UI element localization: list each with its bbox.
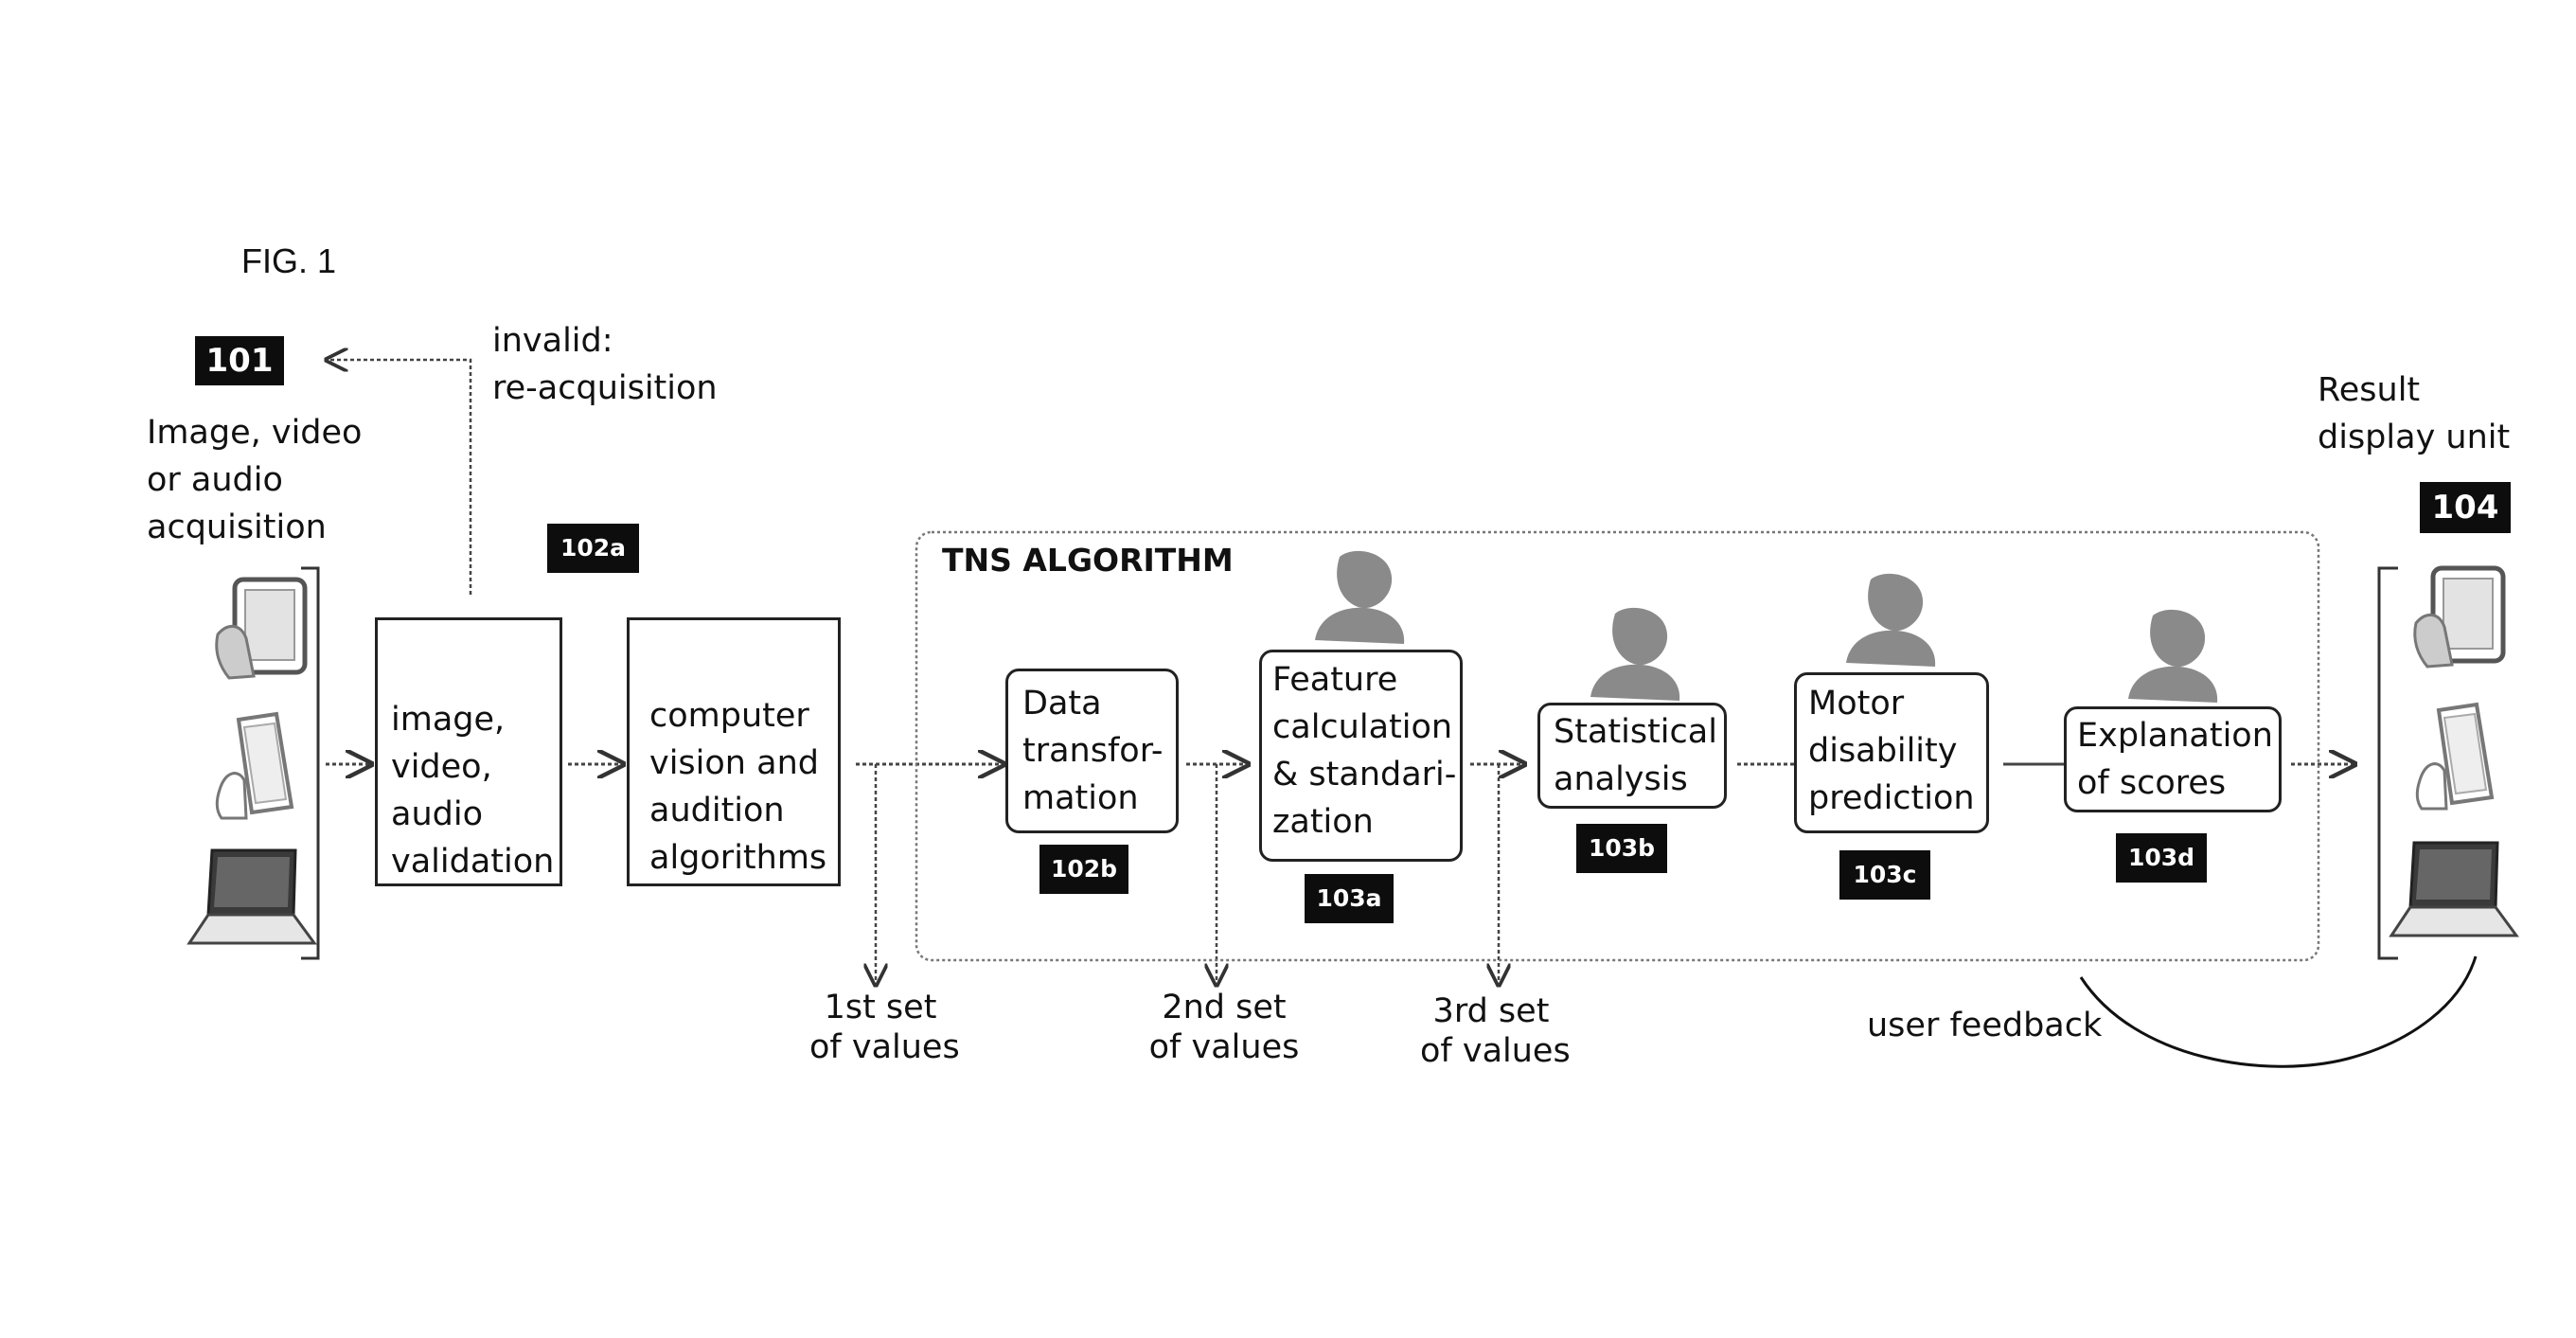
value-set-line: 3rd set bbox=[1432, 992, 1550, 1030]
reacquisition-arrow bbox=[327, 360, 472, 595]
validation-label-line: validation bbox=[391, 843, 555, 881]
algorithms-box: computer vision and audition algorithms bbox=[627, 617, 841, 886]
tablet-hand-icon bbox=[2413, 565, 2506, 669]
result-display-label: Result display unit bbox=[2318, 366, 2510, 461]
tns-algorithm-container bbox=[915, 530, 2320, 962]
step-label-line: calculation bbox=[1272, 708, 1453, 746]
ref-tag-102b: 102b bbox=[1039, 845, 1128, 894]
step-label-line: of scores bbox=[2077, 764, 2227, 802]
laptop-icon bbox=[187, 848, 317, 945]
acquisition-label: Image, video or audio acquisition bbox=[147, 409, 362, 551]
phone-hand-icon bbox=[2415, 702, 2495, 811]
result-label-line: Result bbox=[2318, 371, 2421, 409]
laptop-icon bbox=[2389, 841, 2519, 937]
ref-tag-103a: 103a bbox=[1305, 874, 1394, 923]
step-label-line: Feature bbox=[1272, 661, 1398, 699]
algorithms-label-line: vision and bbox=[649, 744, 819, 782]
step-label-line: transfor- bbox=[1022, 732, 1164, 770]
validation-label-line: audio bbox=[391, 795, 483, 833]
validation-label-line: image, bbox=[391, 701, 506, 739]
invalid-label-line: invalid: bbox=[492, 322, 613, 360]
figure-label: FIG. 1 bbox=[241, 241, 337, 280]
value-set-line: of values bbox=[809, 1028, 960, 1066]
step-explanation-of-scores: Explanation of scores bbox=[2064, 706, 2282, 812]
user-feedback-curve bbox=[2079, 955, 2478, 1068]
step-label-line: disability bbox=[1808, 732, 1958, 770]
value-set-line: of values bbox=[1420, 1032, 1571, 1070]
step-label-line: Explanation bbox=[2077, 717, 2273, 755]
tns-algorithm-title: TNS ALGORITHM bbox=[942, 542, 1234, 579]
phone-hand-icon bbox=[215, 711, 294, 820]
ref-tag-103c: 103c bbox=[1839, 850, 1930, 900]
validation-label-line: video, bbox=[391, 748, 492, 786]
result-bracket bbox=[2377, 566, 2398, 960]
value-set-line: 2nd set bbox=[1162, 989, 1287, 1026]
value-set-line: 1st set bbox=[824, 989, 937, 1026]
user-silhouette-icon bbox=[1315, 550, 1405, 644]
user-silhouette-icon bbox=[2128, 609, 2218, 703]
algorithms-label-line: algorithms bbox=[649, 839, 827, 877]
step-motor-disability-prediction: Motor disability prediction bbox=[1794, 672, 1989, 833]
invalid-label-line: re-acquisition bbox=[492, 369, 718, 407]
validation-box: image, video, audio validation bbox=[375, 617, 562, 886]
user-feedback-label: user feedback bbox=[1867, 1007, 2103, 1044]
result-label-line: display unit bbox=[2318, 419, 2511, 456]
value-set-label-2: 2nd set of values bbox=[1148, 988, 1300, 1067]
algorithms-label-line: computer bbox=[649, 697, 809, 735]
value-set-label-3: 3rd set of values bbox=[1420, 991, 1571, 1071]
tablet-hand-icon bbox=[215, 577, 308, 680]
ref-tag-103d: 103d bbox=[2116, 833, 2207, 883]
acquisition-bracket bbox=[301, 566, 320, 960]
ref-tag-101: 101 bbox=[195, 336, 284, 385]
acquisition-label-line: acquisition bbox=[147, 508, 327, 546]
step-feature-calculation: Feature calculation & standari- zation bbox=[1259, 650, 1463, 862]
invalid-reacquisition-label: invalid: re-acquisition bbox=[492, 317, 718, 412]
user-silhouette-icon bbox=[1846, 573, 1936, 667]
algorithms-label-line: audition bbox=[649, 792, 785, 830]
step-label-line: mation bbox=[1022, 779, 1139, 817]
step-label-line: & standari- bbox=[1272, 756, 1457, 794]
value-set-line: of values bbox=[1148, 1028, 1300, 1066]
ref-tag-104: 104 bbox=[2420, 482, 2511, 533]
ref-tag-102a: 102a bbox=[547, 524, 639, 573]
ref-tag-103b: 103b bbox=[1576, 824, 1667, 873]
acquisition-label-line: or audio bbox=[147, 461, 283, 499]
step-label-line: Motor bbox=[1808, 685, 1905, 723]
step-label-line: Data bbox=[1022, 685, 1102, 723]
step-label-line: Statistical bbox=[1554, 713, 1717, 751]
step-label-line: analysis bbox=[1554, 760, 1688, 798]
user-silhouette-icon bbox=[1590, 607, 1680, 701]
acquisition-label-line: Image, video bbox=[147, 414, 363, 452]
step-label-line: prediction bbox=[1808, 779, 1975, 817]
value-set-label-1: 1st set of values bbox=[809, 988, 960, 1067]
step-data-transformation: Data transfor- mation bbox=[1005, 669, 1179, 833]
step-label-line: zation bbox=[1272, 803, 1374, 841]
step-statistical-analysis: Statistical analysis bbox=[1537, 703, 1727, 809]
